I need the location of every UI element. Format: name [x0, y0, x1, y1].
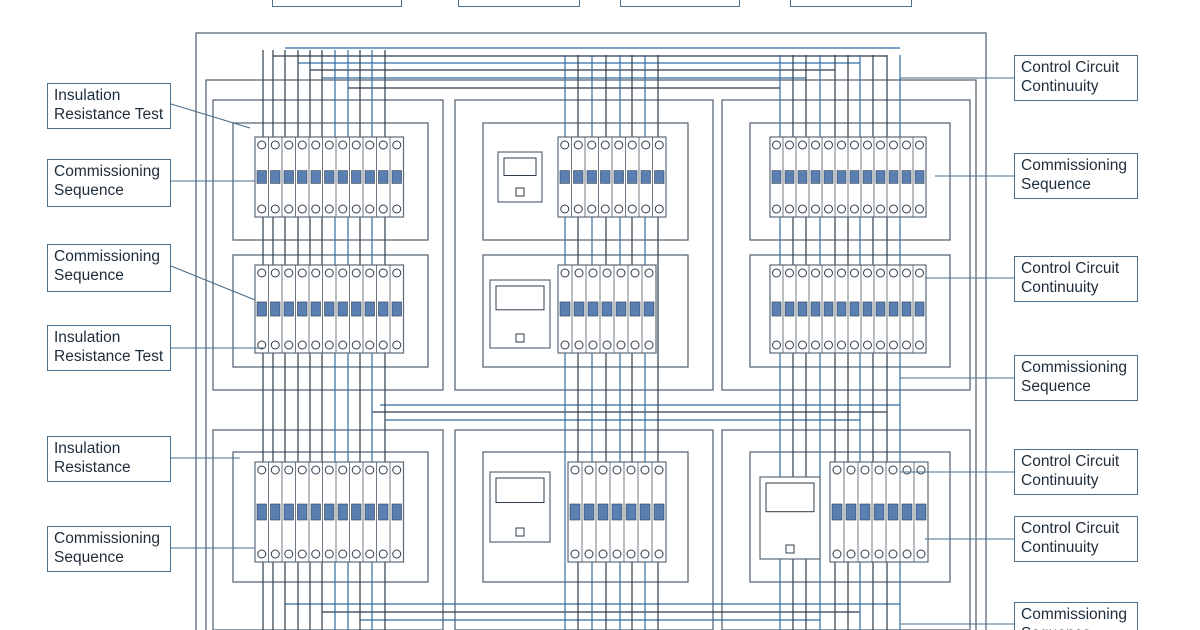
enclosure-outer [195, 32, 987, 630]
breaker-row-bm [567, 461, 667, 563]
label-commissioning-sequence-right-3: Commissioning Sequence [1014, 602, 1138, 630]
enclosure-inner [205, 79, 977, 630]
top-callout-2 [458, 0, 580, 7]
section-bottom-mid [454, 429, 714, 630]
leader-line-0 [170, 103, 251, 129]
leader-line-2 [170, 265, 256, 301]
panel-tr-1 [749, 122, 951, 241]
meter-br [759, 476, 821, 560]
label-commissioning-sequence-left-1: Commissioning Sequence [47, 159, 171, 207]
panel-bl [232, 451, 429, 583]
breaker-row-tr-1 [769, 136, 927, 218]
section-top-left [212, 99, 444, 391]
panel-br [749, 451, 951, 583]
label-control-circuit-continuity-2: Control Circuit Continuuity [1014, 256, 1138, 302]
breaker-row-tm-2 [557, 264, 657, 354]
label-control-circuit-continuity-4: Control Circuit Continuuity [1014, 516, 1138, 562]
label-commissioning-sequence-left-2: Commissioning Sequence [47, 244, 171, 292]
breaker-row-tl-2 [254, 264, 405, 354]
section-bottom-right [721, 429, 971, 630]
meter-tm-1 [497, 151, 543, 203]
top-callout-1 [272, 0, 402, 7]
breaker-row-tr-2 [769, 264, 927, 354]
label-commissioning-sequence-right-1: Commissioning Sequence [1014, 153, 1138, 199]
panel-tm-1 [482, 122, 689, 241]
breaker-row-bl [254, 461, 405, 563]
section-bottom-left [212, 429, 444, 630]
label-commissioning-sequence-left-3: Commissioning Sequence [47, 526, 171, 572]
section-top-mid [454, 99, 714, 391]
section-top-right [721, 99, 971, 391]
breaker-row-br [829, 461, 929, 563]
panel-tm-2 [482, 254, 689, 368]
top-callout-3 [620, 0, 740, 7]
label-commissioning-sequence-right-2: Commissioning Sequence [1014, 355, 1138, 401]
label-control-circuit-continuity-3: Control Circuit Continuuity [1014, 449, 1138, 495]
label-insulation-resistance: Insulation Resistance [47, 436, 171, 482]
panel-tr-2 [749, 254, 951, 368]
panel-bm [482, 451, 689, 583]
label-insulation-resistance-test-1: Insulation Resistance Test [47, 83, 171, 129]
label-insulation-resistance-test-2: Insulation Resistance Test [47, 325, 171, 371]
top-callout-4 [790, 0, 912, 7]
breaker-row-tm-1 [557, 136, 667, 218]
panel-tl-2 [232, 254, 429, 368]
breaker-row-tl-1 [254, 136, 405, 218]
meter-bm [489, 471, 551, 543]
meter-tm-2 [489, 279, 551, 349]
label-control-circuit-continuity-1: Control Circuit Continuuity [1014, 55, 1138, 101]
